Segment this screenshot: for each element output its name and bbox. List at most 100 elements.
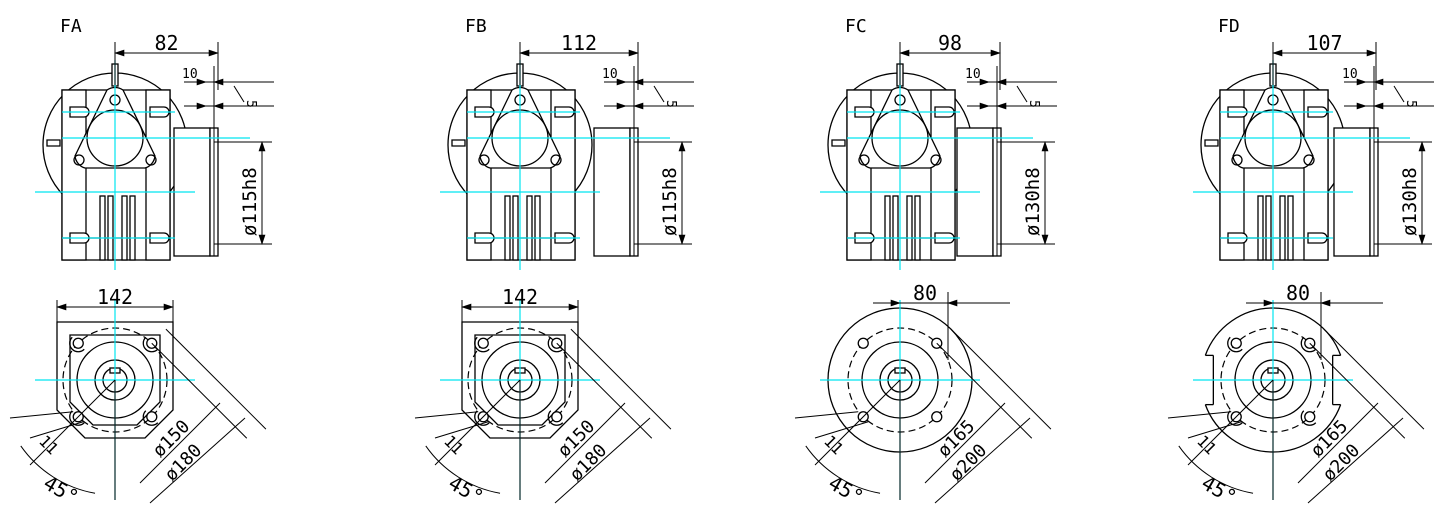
square-flange-inner <box>69 334 161 426</box>
dimension-arrow <box>979 102 990 110</box>
leader-line <box>9 411 74 419</box>
flange-bolt-slot <box>547 410 564 426</box>
dimension-arrow <box>196 78 207 86</box>
dimension-arrow <box>114 49 125 57</box>
leader-line <box>1167 411 1232 419</box>
cooling-fin <box>1287 195 1294 261</box>
dimension-arrow <box>1373 102 1384 110</box>
bolt-hole <box>1303 154 1315 166</box>
dimension-arrow <box>258 141 266 152</box>
flange-bolt-hole <box>477 337 489 349</box>
leader-line <box>570 328 672 430</box>
flange-bolt-slot <box>1227 336 1243 353</box>
left-rib <box>846 89 872 261</box>
dimension-arrow <box>461 303 472 311</box>
cooling-fin <box>914 195 921 261</box>
cooling-fin <box>884 195 891 261</box>
cooling-fin <box>892 195 899 261</box>
bolt-hole <box>145 154 157 166</box>
dimension-arrow <box>899 49 910 57</box>
angle-label: 45° <box>445 471 488 510</box>
small-gap-label: 5 <box>1026 100 1041 108</box>
dimension-arrow <box>616 78 627 86</box>
dimension-arrow <box>633 102 644 110</box>
dimension-arrow <box>258 234 266 245</box>
front-width-label: 80 <box>1286 281 1310 305</box>
dimension-arrow <box>996 78 1007 86</box>
dimension-arrow <box>1263 299 1274 307</box>
angle-ref-line <box>1187 379 1274 466</box>
leader-line <box>556 342 653 439</box>
leader-line <box>1309 342 1406 439</box>
dimension-line <box>1307 417 1404 504</box>
angle-arc <box>425 445 501 494</box>
leader-line <box>434 421 489 439</box>
left-rib <box>61 89 87 261</box>
flange-bolt-hole <box>551 411 563 423</box>
dimension-arrow <box>947 299 958 307</box>
dimension-line <box>149 417 246 504</box>
side-width-label: 98 <box>938 31 962 55</box>
dimension-arrow <box>633 78 644 86</box>
angle-arc <box>20 445 96 494</box>
cooling-fin <box>534 195 541 261</box>
dimension-arrow <box>163 303 174 311</box>
dimension-arrow <box>213 102 224 110</box>
cooling-fin <box>107 195 114 261</box>
cooling-fin <box>1265 195 1272 261</box>
small-gap-label: 5 <box>243 100 258 108</box>
cooling-fin <box>129 195 136 261</box>
leader-line <box>1187 421 1242 439</box>
dimension-arrow <box>213 78 224 86</box>
bolt-hole <box>73 154 85 166</box>
angle-ref-line <box>814 379 901 466</box>
dimension-arrow <box>1356 78 1367 86</box>
bolt-hole <box>478 154 490 166</box>
cooling-fin <box>1279 195 1286 261</box>
flange-bolt-hole <box>72 337 84 349</box>
left-rib <box>466 89 492 261</box>
right-rib <box>930 89 956 261</box>
left-rib <box>1219 89 1245 261</box>
flange-bolt-hole <box>1230 337 1242 349</box>
leader-line <box>29 421 84 439</box>
leader-line <box>1393 85 1405 103</box>
angle-label: 45° <box>40 471 83 510</box>
angle-ref-line <box>434 379 521 466</box>
front-width-label: 142 <box>502 285 538 309</box>
leader-line <box>233 85 245 103</box>
pilot-diameter-label: ø115h8 <box>659 167 681 236</box>
small-gap-label: 5 <box>1403 100 1418 108</box>
dimension-arrow <box>56 303 67 311</box>
flange-bolt-hole <box>1304 411 1316 423</box>
shaft-stub <box>451 139 466 147</box>
cooling-fin <box>512 195 519 261</box>
flange-bolt-hole <box>857 337 869 349</box>
front-width-label: 142 <box>97 285 133 309</box>
right-rib <box>1303 89 1329 261</box>
top-gap-label: 10 <box>965 67 981 82</box>
flange-bolt-hole <box>146 411 158 423</box>
dimension-arrow <box>208 49 219 57</box>
cooling-fin <box>526 195 533 261</box>
dimension-arrow <box>568 303 579 311</box>
dimension-arrow <box>1272 49 1283 57</box>
bolt-hole <box>930 154 942 166</box>
top-gap-label: 10 <box>182 67 198 82</box>
leader-line <box>653 85 665 103</box>
flange-bolt-slot <box>547 336 564 353</box>
leader-line <box>936 342 1033 439</box>
dimension-arrow <box>1041 234 1049 245</box>
dimension-line <box>139 402 221 484</box>
pilot-diameter-label: ø130h8 <box>1399 167 1421 236</box>
dimension-arrow <box>519 49 530 57</box>
view-label: FC <box>845 16 867 37</box>
bolt-hole <box>550 154 562 166</box>
shaft-stub <box>1204 139 1219 147</box>
angle-ref-line <box>29 379 116 466</box>
leader-line <box>814 421 869 439</box>
